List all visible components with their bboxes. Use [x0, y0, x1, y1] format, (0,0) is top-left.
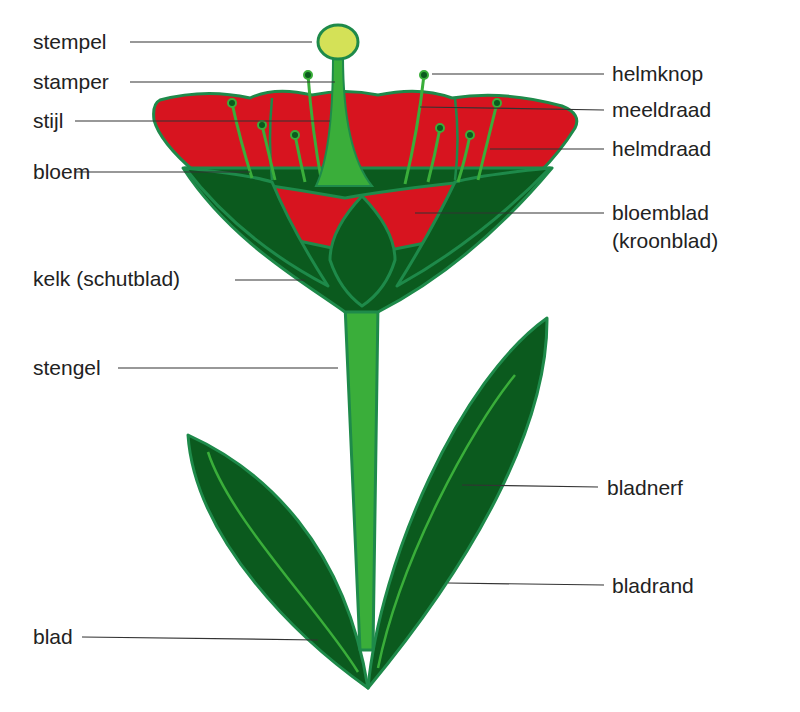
petal-edge — [455, 98, 458, 180]
calyx-lobe — [397, 168, 550, 286]
part-label: stempel — [33, 28, 107, 56]
part-label: meeldraad — [612, 96, 711, 124]
leaf-vein — [378, 375, 515, 668]
part-label: helmknop — [612, 60, 703, 88]
petal — [154, 91, 577, 172]
stem — [345, 305, 378, 650]
part-label: bladrand — [612, 572, 694, 600]
calyx-lobe — [185, 168, 328, 286]
leaf — [188, 435, 368, 688]
part-label: stamper — [33, 68, 109, 96]
calyx-lobe — [330, 196, 395, 306]
stigma — [318, 25, 358, 59]
part-label: helmdraad — [612, 135, 711, 163]
part-label: blad — [33, 623, 73, 651]
part-label: kelk (schutblad) — [33, 265, 180, 293]
part-label: bladnerf — [607, 474, 683, 502]
leader-lines — [75, 42, 604, 640]
calyx — [183, 168, 552, 312]
part-label: stijl — [33, 107, 63, 135]
anthers — [228, 71, 501, 139]
part-label: bloemblad (kroonblad) — [612, 199, 762, 255]
stamens — [232, 75, 497, 184]
part-label: stengel — [33, 354, 101, 382]
leaf — [368, 318, 547, 688]
part-label: bloem — [33, 158, 90, 186]
